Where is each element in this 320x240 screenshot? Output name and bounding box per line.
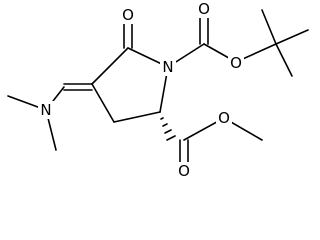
bond-ctbu-me3 [275, 43, 293, 77]
atom-labels: N O O O N O O [38, 0, 244, 180]
ketone-oxygen: O [120, 6, 136, 24]
ketone-oxygen-label: O [122, 6, 134, 24]
hashed-wedge-bond [160, 117, 176, 141]
dimethylamino-nitrogen-label: N [40, 101, 51, 119]
ring-nitrogen-label: N [162, 58, 173, 76]
ester-carbonyl-oxygen-label: O [178, 162, 190, 180]
ester-ether-oxygen: O [216, 109, 232, 127]
ester-carbonyl-oxygen: O [176, 162, 192, 180]
boc-carbonyl-oxygen-label: O [198, 0, 210, 18]
dimethylamino-nitrogen: N [38, 101, 54, 119]
bond-c3-c4 [91, 83, 115, 123]
bonds [7, 9, 309, 167]
bond-c4-c5 [91, 47, 129, 85]
ester-ether-oxygen-label: O [218, 109, 230, 127]
ring-nitrogen: N [160, 58, 176, 76]
boc-carbonyl-oxygen: O [196, 0, 212, 18]
bond-c2-c3 [113, 111, 161, 123]
structure-diagram: N O O O N O O [7, 0, 309, 180]
boc-ether-oxygen-label: O [230, 54, 242, 72]
bond-ctbu-me1 [261, 9, 277, 45]
boc-ether-oxygen: O [228, 54, 244, 72]
bond-ctbu-me2 [275, 29, 309, 45]
